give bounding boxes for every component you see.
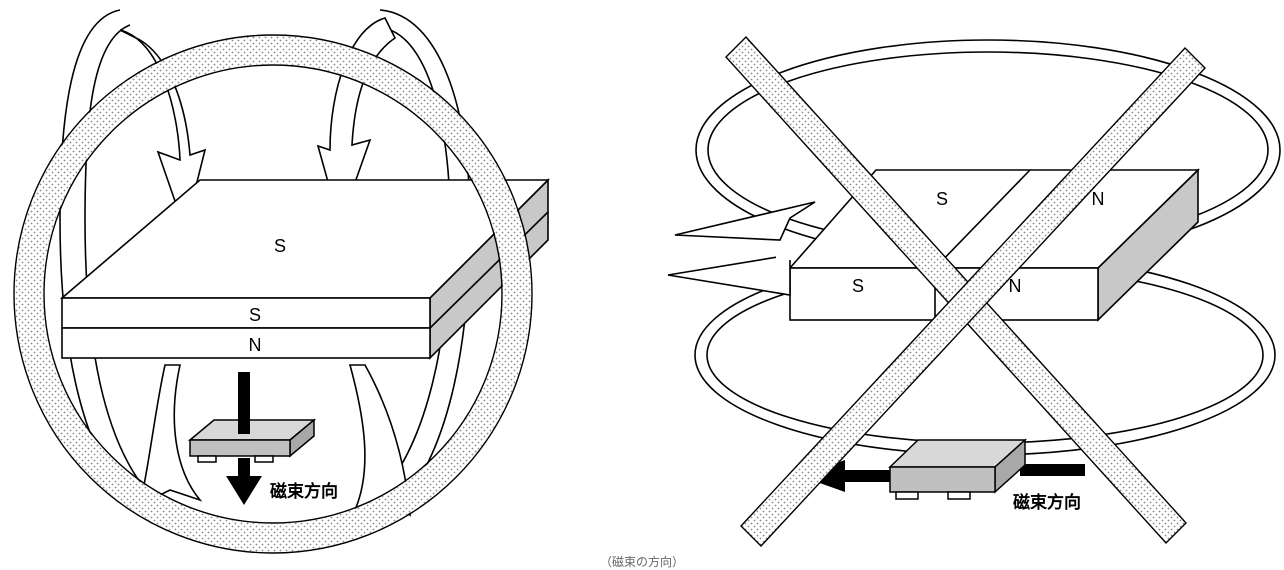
right-magnet bbox=[788, 168, 1200, 322]
bottom-caption: （磁束の方向） bbox=[600, 554, 684, 569]
left-magnet-upper-layer bbox=[61, 297, 431, 329]
left-top-face-label: S bbox=[274, 236, 286, 256]
left-correct-circle bbox=[13, 34, 533, 554]
right-right-front-label: N bbox=[1009, 276, 1022, 296]
left-magnet-lower-layer bbox=[61, 327, 431, 359]
right-flux-arrowheads bbox=[667, 201, 816, 296]
right-sensor-chip bbox=[888, 438, 1027, 500]
left-flux-direction-arrow bbox=[226, 372, 262, 505]
left-sensor-chip bbox=[187, 418, 317, 463]
right-left-top-label: S bbox=[936, 189, 948, 209]
left-lower-flux-arrows bbox=[138, 364, 411, 517]
right-incorrect-cross bbox=[725, 35, 1206, 548]
left-magnet bbox=[59, 178, 550, 360]
left-diagram: S S N 磁束方向 bbox=[13, 9, 550, 554]
left-upper-layer-label: S bbox=[249, 305, 261, 325]
left-lower-layer-label: N bbox=[249, 335, 262, 355]
right-diagram: S N S N 磁束方向 bbox=[667, 35, 1281, 548]
right-right-top-label: N bbox=[1092, 189, 1105, 209]
right-left-front-label: S bbox=[852, 276, 864, 296]
left-caption: 磁束方向 bbox=[270, 481, 338, 502]
right-caption: 磁束方向 bbox=[1013, 492, 1081, 513]
